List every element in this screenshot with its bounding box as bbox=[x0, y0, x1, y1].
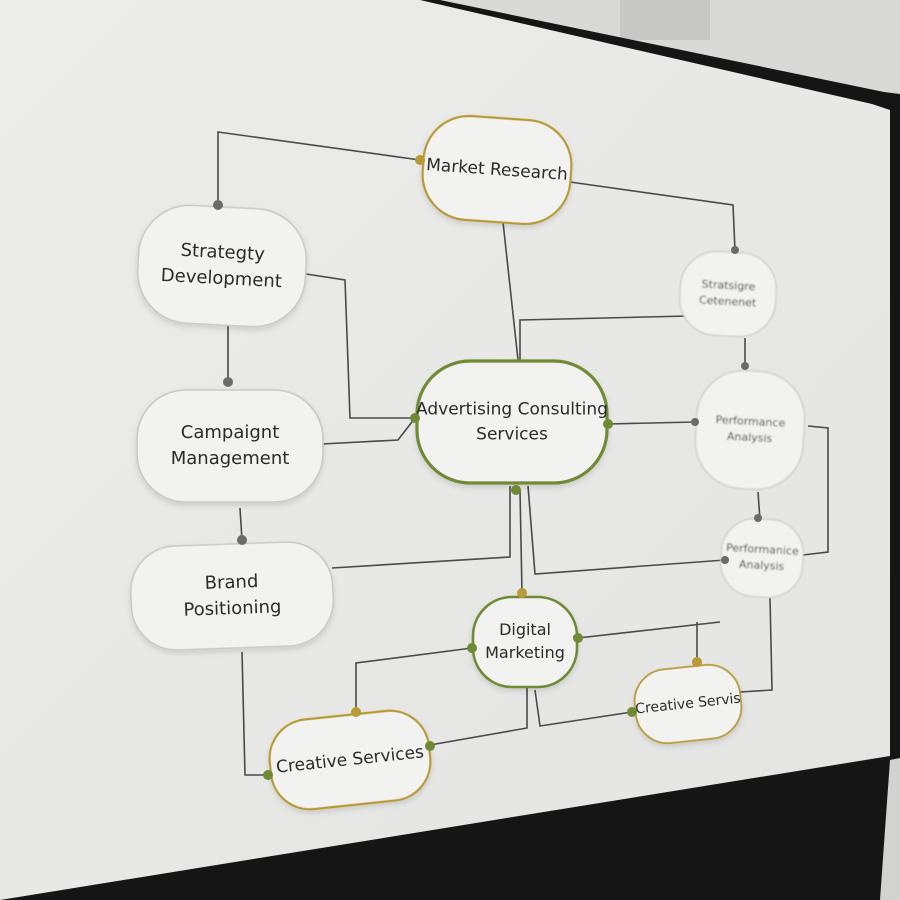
node-label: Marketing bbox=[485, 643, 565, 662]
connector-lines bbox=[217, 131, 829, 776]
connector-strategy-to-center bbox=[305, 273, 415, 419]
connector-dot bbox=[415, 155, 425, 165]
connector-digital-to-creative-servis bbox=[534, 689, 633, 727]
node-label: Performanice bbox=[726, 541, 800, 558]
connector-dot bbox=[692, 657, 702, 667]
connector-dot bbox=[573, 633, 583, 643]
node-label: Strategty bbox=[180, 240, 266, 265]
node-creative-servis[interactable]: Creative Servis bbox=[631, 662, 744, 747]
connector-dot bbox=[691, 418, 699, 426]
node-box bbox=[415, 359, 609, 485]
connector-campaign-to-center bbox=[321, 417, 416, 445]
node-box bbox=[136, 204, 308, 328]
node-creative-services[interactable]: Creative Services bbox=[266, 707, 435, 813]
connector-brand-to-center bbox=[331, 486, 511, 569]
connector-dot bbox=[351, 707, 361, 717]
connector-market-to-strategy bbox=[217, 131, 421, 205]
connector-dot bbox=[213, 200, 223, 210]
connector-dot bbox=[263, 770, 273, 780]
node-box bbox=[268, 709, 432, 811]
connector-dot bbox=[511, 485, 521, 495]
node-box bbox=[471, 595, 579, 689]
connector-perf1-right-loop bbox=[802, 425, 829, 556]
connector-market-to-center bbox=[502, 221, 519, 361]
node-market-research[interactable]: Market Research bbox=[420, 113, 575, 227]
connector-dot bbox=[237, 535, 247, 545]
node-label: Advertising Consulting bbox=[416, 400, 608, 420]
node-label: Performance bbox=[715, 413, 786, 430]
connector-dot bbox=[754, 514, 762, 522]
node-label: Digital bbox=[499, 620, 551, 639]
node-box bbox=[720, 517, 804, 599]
connector-dot bbox=[603, 419, 613, 429]
connector-dot bbox=[741, 362, 749, 370]
node-label: Analysis bbox=[727, 430, 773, 445]
connector-digital-to-creative bbox=[355, 647, 473, 712]
connector-center-to-right-top bbox=[519, 315, 689, 360]
connector-dot bbox=[410, 413, 420, 423]
node-label: Positioning bbox=[183, 596, 282, 620]
node-box bbox=[129, 541, 335, 651]
connector-center-to-perf2 bbox=[527, 485, 726, 575]
connector-dot bbox=[731, 246, 739, 254]
node-label: Stratsigre bbox=[701, 278, 756, 294]
connector-center-to-digital bbox=[519, 489, 523, 594]
node-box bbox=[136, 389, 324, 503]
node-label: Cetenenet bbox=[699, 293, 758, 309]
node-label: Campaignt bbox=[181, 422, 279, 443]
desk-area bbox=[880, 758, 900, 900]
node-label: Brand bbox=[204, 571, 258, 594]
connector-dot bbox=[627, 707, 637, 717]
node-label: Management bbox=[171, 448, 290, 469]
connector-dot bbox=[721, 556, 729, 564]
connector-dots bbox=[213, 155, 762, 780]
connector-brand-to-creative bbox=[241, 651, 268, 776]
connector-dot bbox=[425, 741, 435, 751]
connector-dot bbox=[223, 377, 233, 387]
node-box bbox=[679, 250, 777, 338]
node-box bbox=[694, 369, 806, 491]
connector-digital-down bbox=[429, 688, 528, 746]
connector-perf2-right bbox=[739, 597, 773, 693]
node-label: Services bbox=[476, 424, 548, 444]
connector-market-to-right bbox=[569, 181, 736, 251]
connector-campaign-to-brand bbox=[239, 507, 243, 541]
connector-dot bbox=[467, 643, 477, 653]
connector-dot bbox=[517, 588, 527, 598]
monitor-stand-shadow bbox=[620, 0, 710, 40]
node-label: Analysis bbox=[739, 558, 785, 573]
node-box bbox=[421, 114, 573, 226]
connector-center-to-perf1 bbox=[607, 421, 696, 425]
